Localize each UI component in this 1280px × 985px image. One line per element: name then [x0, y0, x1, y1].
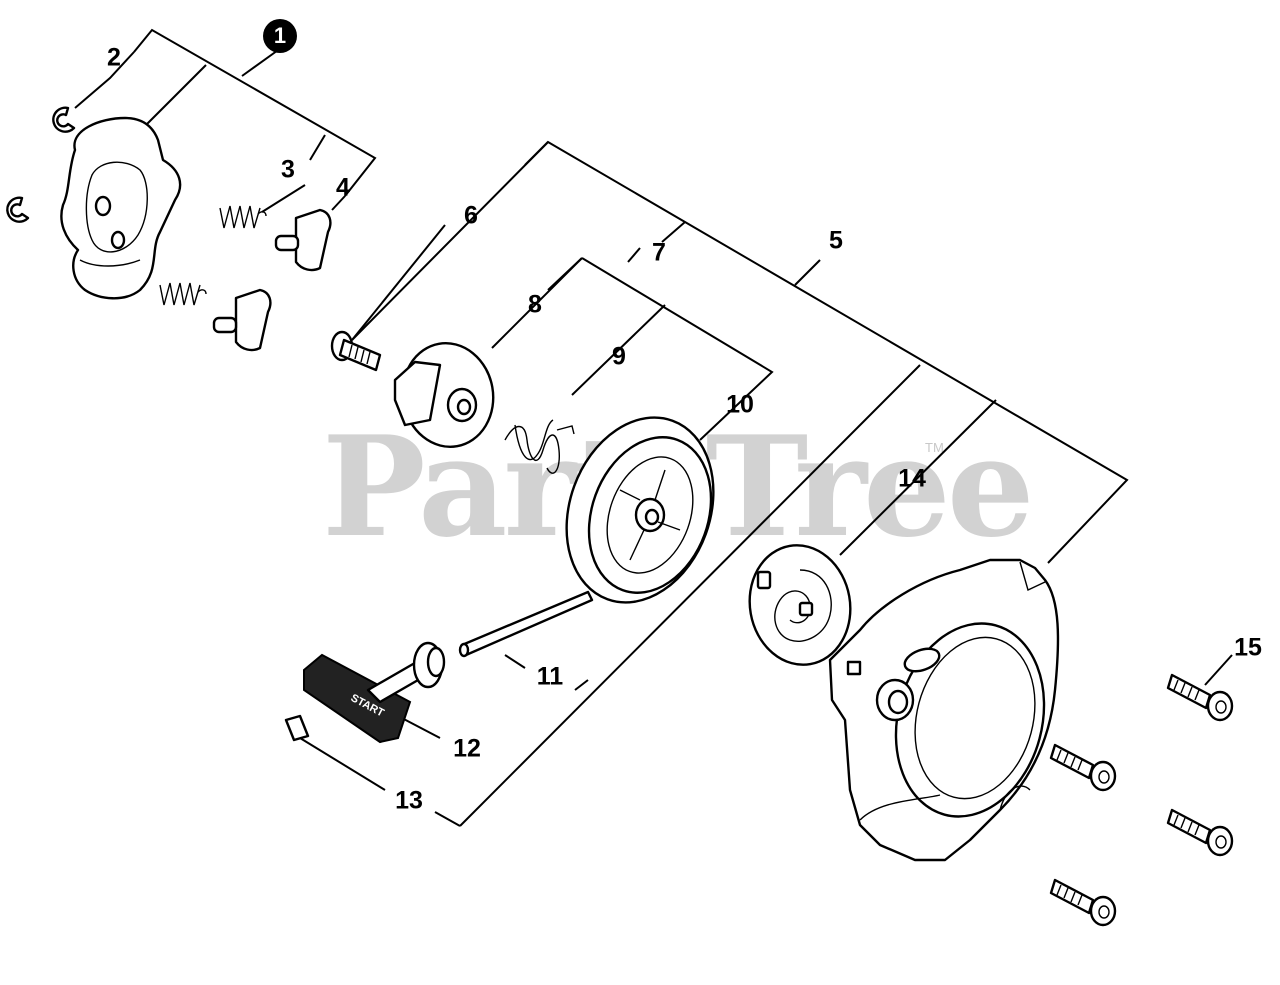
spiral-spring-case	[748, 544, 852, 666]
starter-handle: START	[303, 641, 446, 744]
pawl-spring-upper	[219, 205, 267, 229]
handle-plate	[284, 714, 310, 742]
case-bolt-1	[1166, 673, 1234, 722]
callout-3: 3	[281, 155, 295, 184]
callout-5: 5	[829, 226, 843, 255]
reel-cover	[393, 341, 495, 449]
center-screw	[330, 330, 382, 372]
pawl-spring-lower	[159, 282, 207, 306]
callout-4: 4	[336, 173, 350, 202]
case-bolt-4	[1049, 878, 1117, 927]
callout-9: 9	[612, 342, 626, 371]
pawl-lower	[212, 288, 272, 352]
callout-2: 2	[107, 43, 121, 72]
starter-rope	[458, 590, 594, 658]
callout-1: 1	[263, 19, 297, 53]
pulley-housing	[60, 116, 182, 300]
trademark-mark: TM	[925, 440, 944, 455]
callout-7: 7	[652, 238, 666, 267]
leader-lines	[74, 28, 1233, 827]
callout-8: 8	[528, 290, 542, 319]
callout-14: 14	[898, 464, 926, 493]
starter-case	[828, 558, 1060, 862]
e-clip-lower	[6, 196, 30, 223]
callout-15: 15	[1234, 633, 1262, 662]
case-bolt-3	[1166, 808, 1234, 857]
rope-reel	[565, 416, 715, 604]
callout-12: 12	[453, 734, 481, 763]
callout-11: 11	[536, 662, 564, 691]
reel-spring	[504, 419, 575, 474]
callout-6: 6	[464, 201, 478, 230]
pawl-upper	[274, 208, 332, 272]
callout-13: 13	[395, 786, 423, 815]
e-clip-upper	[52, 106, 76, 133]
case-bolt-2	[1049, 743, 1117, 792]
callout-10: 10	[726, 390, 754, 419]
